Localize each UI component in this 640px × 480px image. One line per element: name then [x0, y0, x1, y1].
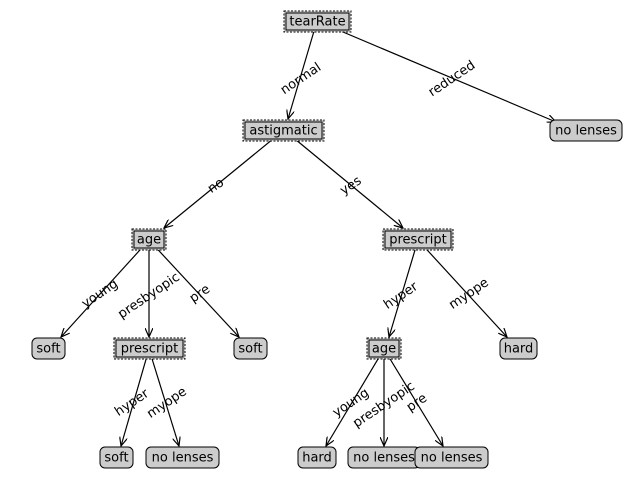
node-label: no lenses [353, 451, 415, 466]
node-label: prescript [389, 233, 447, 248]
edge-prescript-hyper [121, 348, 150, 446]
edge-label-normal: normal [278, 60, 324, 98]
node-label: age [372, 342, 396, 357]
edge-astigmatic-yes [283, 129, 403, 228]
edge-label-hyper-yes: hyper [381, 279, 421, 313]
edge-prescript-myope [148, 348, 179, 446]
node-label: hard [302, 451, 332, 466]
decision-node-prescript-presbyopic: prescript [113, 337, 186, 360]
node-label: prescript [121, 342, 179, 357]
edge-tearrate-reduced [316, 20, 556, 122]
edge-age-hyper-young [326, 348, 385, 446]
edge-label-myope-yes: myope [446, 275, 491, 312]
leaf-node-no-lenses-myope: no lenses [145, 446, 220, 469]
node-label: soft [36, 342, 60, 357]
edge-label-young: young [79, 276, 121, 311]
node-label: tearRate [289, 15, 345, 30]
edge-astigmatic-no [164, 129, 285, 228]
edge-tearrate-normal [288, 20, 318, 119]
node-label: soft [104, 451, 128, 466]
edge-label-reduced: reduced [426, 58, 478, 100]
leaf-node-hard-young: hard [297, 446, 337, 469]
node-label: age [137, 233, 161, 248]
node-label: hard [504, 342, 534, 357]
edge-age-young [61, 239, 150, 337]
edge-prescript-yes-hyper [389, 239, 419, 337]
edge-age-hyper-pre [383, 348, 443, 446]
edge-label-hyper: hyper [112, 386, 152, 420]
leaf-node-soft-hyper: soft [99, 446, 134, 469]
edge-prescript-yes-myope [417, 239, 507, 337]
node-label: soft [238, 342, 262, 357]
edge-label-myope: myope [144, 384, 189, 421]
node-label: astigmatic [249, 124, 317, 139]
edges [61, 20, 556, 446]
leaf-node-hard-myope: hard [499, 337, 538, 360]
edge-label-no: no [205, 175, 227, 197]
leaf-node-no-lenses-pre: no lenses [414, 446, 489, 469]
leaf-node-no-lenses-presbyopic: no lenses [347, 446, 421, 469]
node-label: no lenses [421, 451, 483, 466]
node-label: no lenses [152, 451, 214, 466]
decision-node-prescript: prescript [382, 228, 454, 251]
node-label: no lenses [555, 124, 617, 139]
decision-node-age: age [131, 228, 167, 251]
decision-node-astigmatic: astigmatic [242, 119, 325, 142]
decision-node-tearrate: tearRate [283, 10, 352, 33]
decision-node-age-hyper: age [366, 337, 402, 360]
leaf-node-reduced: no lenses [549, 119, 623, 142]
leaf-node-soft-pre: soft [233, 337, 268, 360]
edge-age-pre [148, 239, 239, 337]
leaf-node-soft-young: soft [31, 337, 66, 360]
